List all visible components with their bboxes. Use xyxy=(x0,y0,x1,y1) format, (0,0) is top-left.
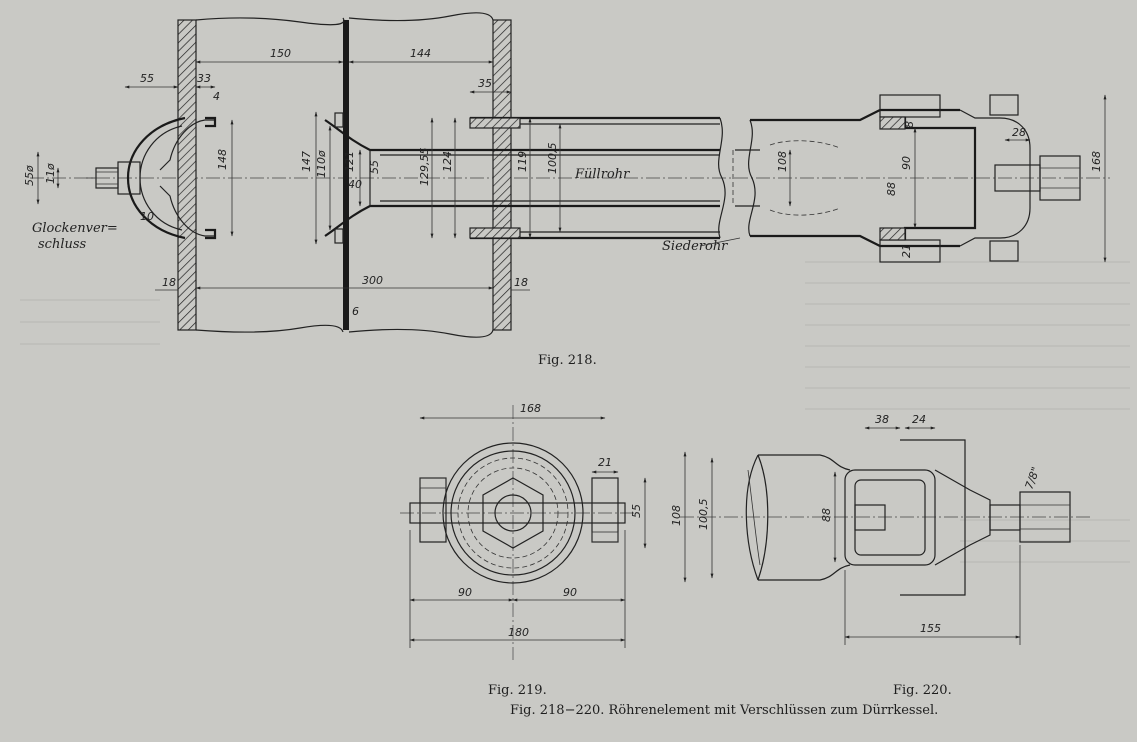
dim-144: 144 xyxy=(410,47,431,60)
dim-55-dia: 55ø xyxy=(23,165,36,186)
dim-8: 8 xyxy=(903,121,916,128)
dim-148: 148 xyxy=(216,149,229,170)
caption-fig-218: Fig. 218. xyxy=(538,353,597,368)
fig220-dim-88: 88 xyxy=(820,508,833,522)
fig219-dim-168: 168 xyxy=(520,402,541,415)
fig218-dimension-lines xyxy=(36,60,1107,291)
dim-108: 108 xyxy=(776,151,789,172)
label-glockenverschluss-2: schluss xyxy=(38,237,87,252)
fig220-dim-155: 155 xyxy=(920,622,941,635)
boiler-tube xyxy=(469,108,960,248)
dim-4: 4 xyxy=(213,90,220,103)
dim-147: 147 xyxy=(300,151,313,172)
dim-168: 168 xyxy=(1090,151,1103,172)
right-wall xyxy=(492,19,512,331)
dim-88: 88 xyxy=(885,182,898,196)
fig219-dim-90a: 90 xyxy=(458,586,472,599)
partition-plate xyxy=(343,20,349,330)
fig220-dim-7-8: 7/8" xyxy=(1023,465,1043,491)
caption-fig-219: Fig. 219. xyxy=(488,683,547,698)
fig219-dim-90b: 90 xyxy=(563,586,577,599)
main-caption: Fig. 218−220. Röhrenelement mit Verschlü… xyxy=(510,703,938,718)
dim-55-mid: 55 xyxy=(368,160,381,174)
dim-55-top: 55 xyxy=(140,72,154,85)
fig219-dim-55: 55 xyxy=(630,504,643,518)
dim-33: 33 xyxy=(197,72,211,85)
fig220-dim-108: 108 xyxy=(670,505,683,526)
dim-110: 110ø xyxy=(315,150,328,178)
fill-tube xyxy=(324,112,720,244)
fig219-dim-21: 21 xyxy=(598,456,612,469)
dim-40: 40 xyxy=(348,178,362,191)
dim-121: 121 xyxy=(343,151,356,172)
dim-35: 35 xyxy=(478,77,492,90)
dim-124: 124 xyxy=(441,151,454,172)
fig220-dim-24: 24 xyxy=(912,413,926,426)
dim-18-right: 18 xyxy=(514,276,528,289)
figure-219: 168 21 55 90 90 180 Fig. 219. xyxy=(400,402,647,698)
dim-129-55: 129,55 xyxy=(418,148,431,187)
dim-28: 28 xyxy=(1012,126,1026,139)
dim-119: 119 xyxy=(516,151,529,172)
right-closure xyxy=(879,94,1081,263)
dim-21: 21 xyxy=(900,244,913,258)
label-glockenverschluss-1: Glockenver= xyxy=(32,221,118,236)
bell-closure xyxy=(86,116,217,240)
dim-100-5: 100,5 xyxy=(546,143,559,175)
dim-90: 90 xyxy=(900,156,913,170)
fig219-dim-180: 180 xyxy=(508,626,529,639)
caption-fig-220: Fig. 220. xyxy=(893,683,952,698)
label-fuellrohr: Füllrohr xyxy=(574,167,630,182)
fig220-dim-38: 38 xyxy=(875,413,889,426)
dim-150: 150 xyxy=(270,47,291,60)
dim-18-left: 18 xyxy=(162,276,176,289)
figure-218: 150 144 55 33 4 35 148 147 110ø 121 40 5… xyxy=(23,12,1110,368)
left-wall xyxy=(177,19,197,331)
figure-220: 38 24 108 100,5 88 7/8" 155 Fig. 220. xyxy=(670,413,1090,698)
fig220-dim-100-5: 100,5 xyxy=(697,499,710,531)
label-siederohr: Siederohr xyxy=(662,239,728,254)
dim-300: 300 xyxy=(362,274,383,287)
dim-11-dia: 11ø xyxy=(44,163,57,184)
dim-6: 6 xyxy=(352,305,359,318)
dim-10: 10 xyxy=(140,210,154,223)
background-text-bleed xyxy=(20,261,1130,563)
